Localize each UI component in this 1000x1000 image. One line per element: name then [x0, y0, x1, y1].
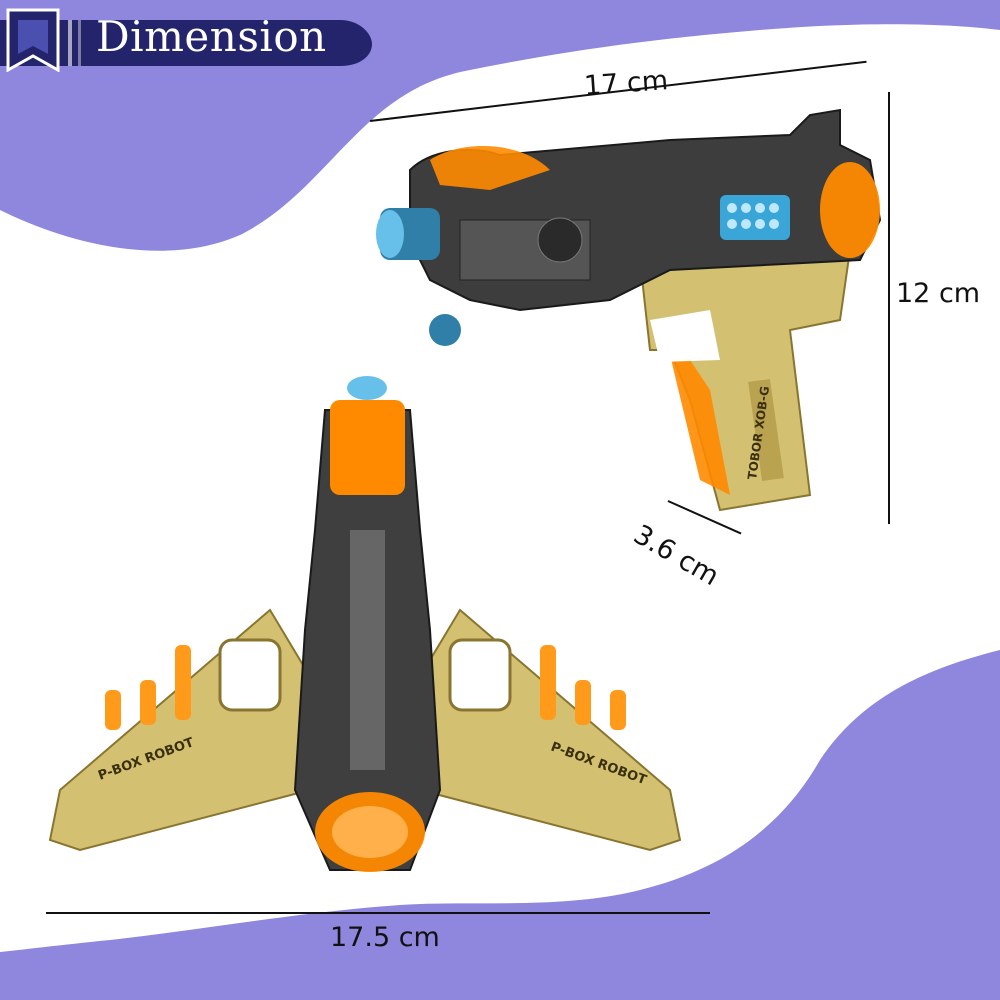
- toy-gun-side-view: TOBOR XOB-G: [376, 108, 882, 512]
- bottom-dimension-line: [46, 912, 710, 914]
- right-dimension-line: [888, 92, 890, 524]
- height-label: 12 cm: [896, 278, 981, 309]
- title-banner: [0, 8, 372, 72]
- toy-jet-front-view: P-BOX ROBOT P-BOX ROBOT: [48, 376, 682, 872]
- bookmark-icon: [6, 8, 60, 72]
- length-label: 17 cm: [583, 65, 670, 102]
- page-title: Dimension: [96, 12, 327, 61]
- wingspan-label: 17.5 cm: [330, 922, 440, 953]
